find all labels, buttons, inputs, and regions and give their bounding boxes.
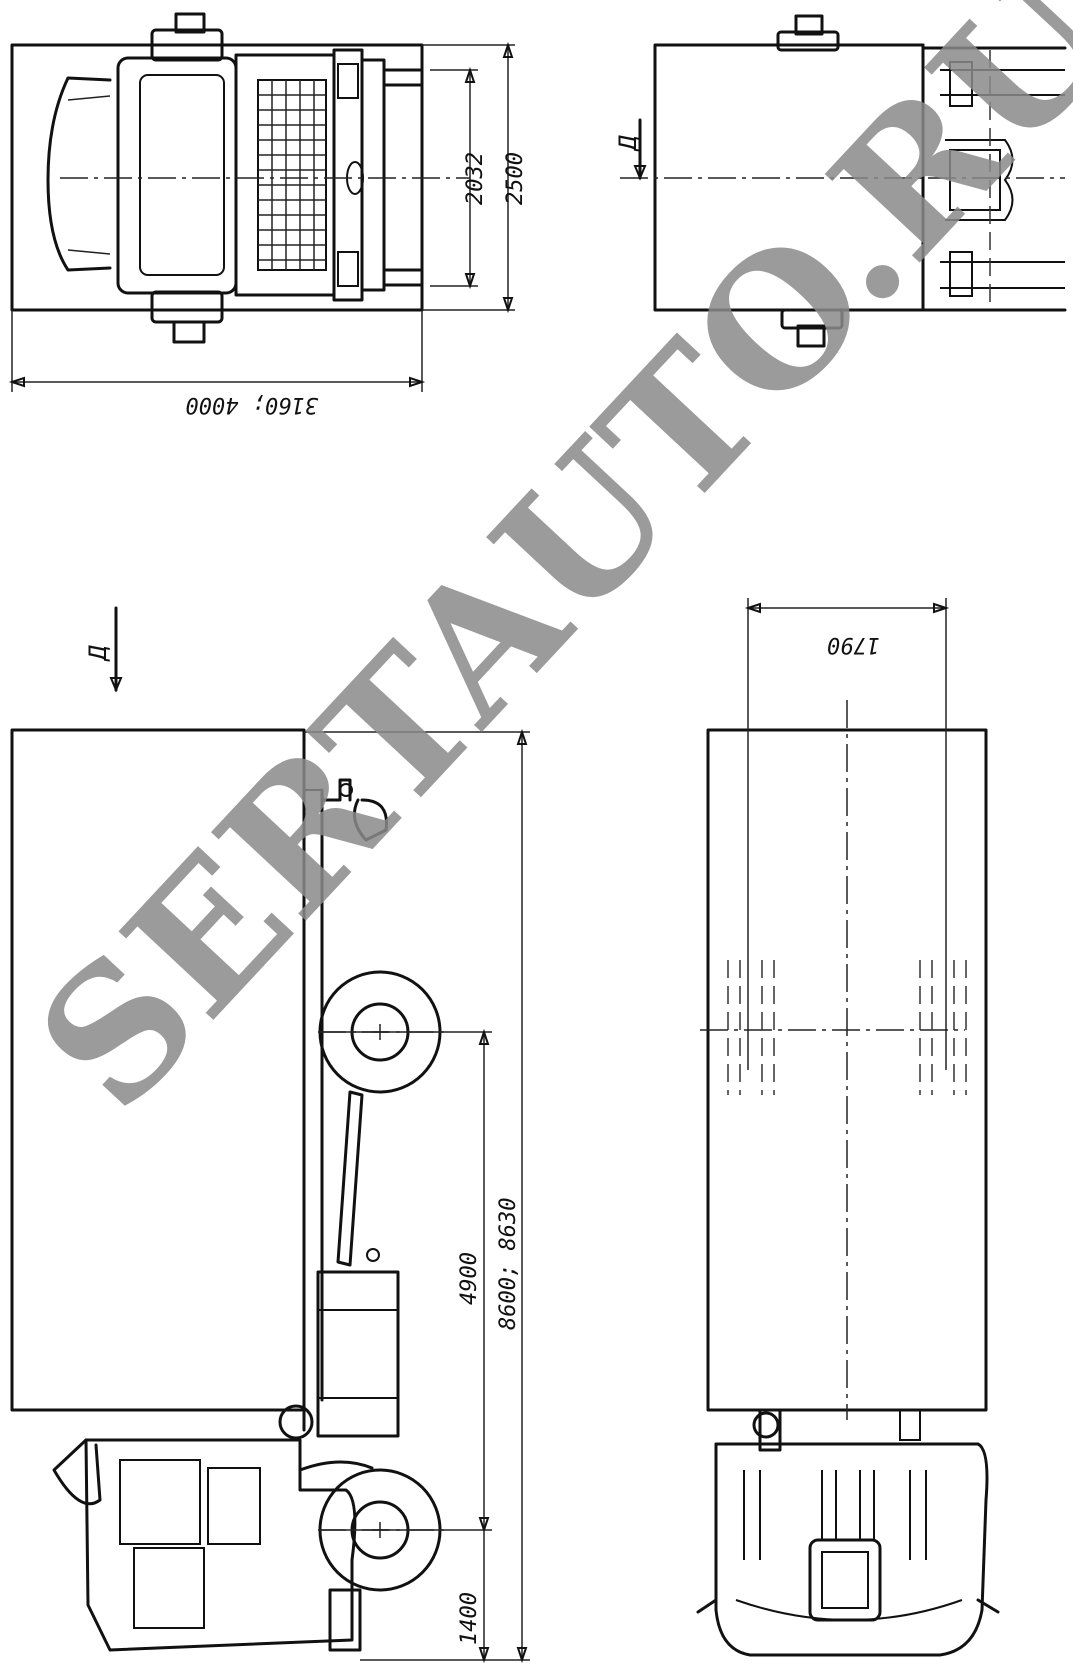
watermark: SERTAUTO.RU (0, 0, 1073, 1149)
dim-1790: 1790 (827, 632, 880, 657)
dim-2500: 2500 (503, 152, 528, 205)
view-rear-top: Д (614, 14, 1067, 348)
dim-8600-8630: 8600; 8630 (496, 1198, 521, 1330)
view-mark-side: Д (84, 645, 112, 662)
view-side: Д (10, 606, 530, 1664)
view-mark-rear: Д (614, 135, 642, 152)
dim-3160-4000: 3160; 4000 (186, 392, 319, 417)
dim-1400: 1400 (457, 1592, 482, 1645)
view-cab-top: 2032 2500 3160; 4000 (8, 12, 528, 417)
dim-2032: 2032 (463, 152, 488, 205)
dim-4900: 4900 (457, 1252, 482, 1305)
view-top-plan: 1790 (696, 598, 1000, 1657)
